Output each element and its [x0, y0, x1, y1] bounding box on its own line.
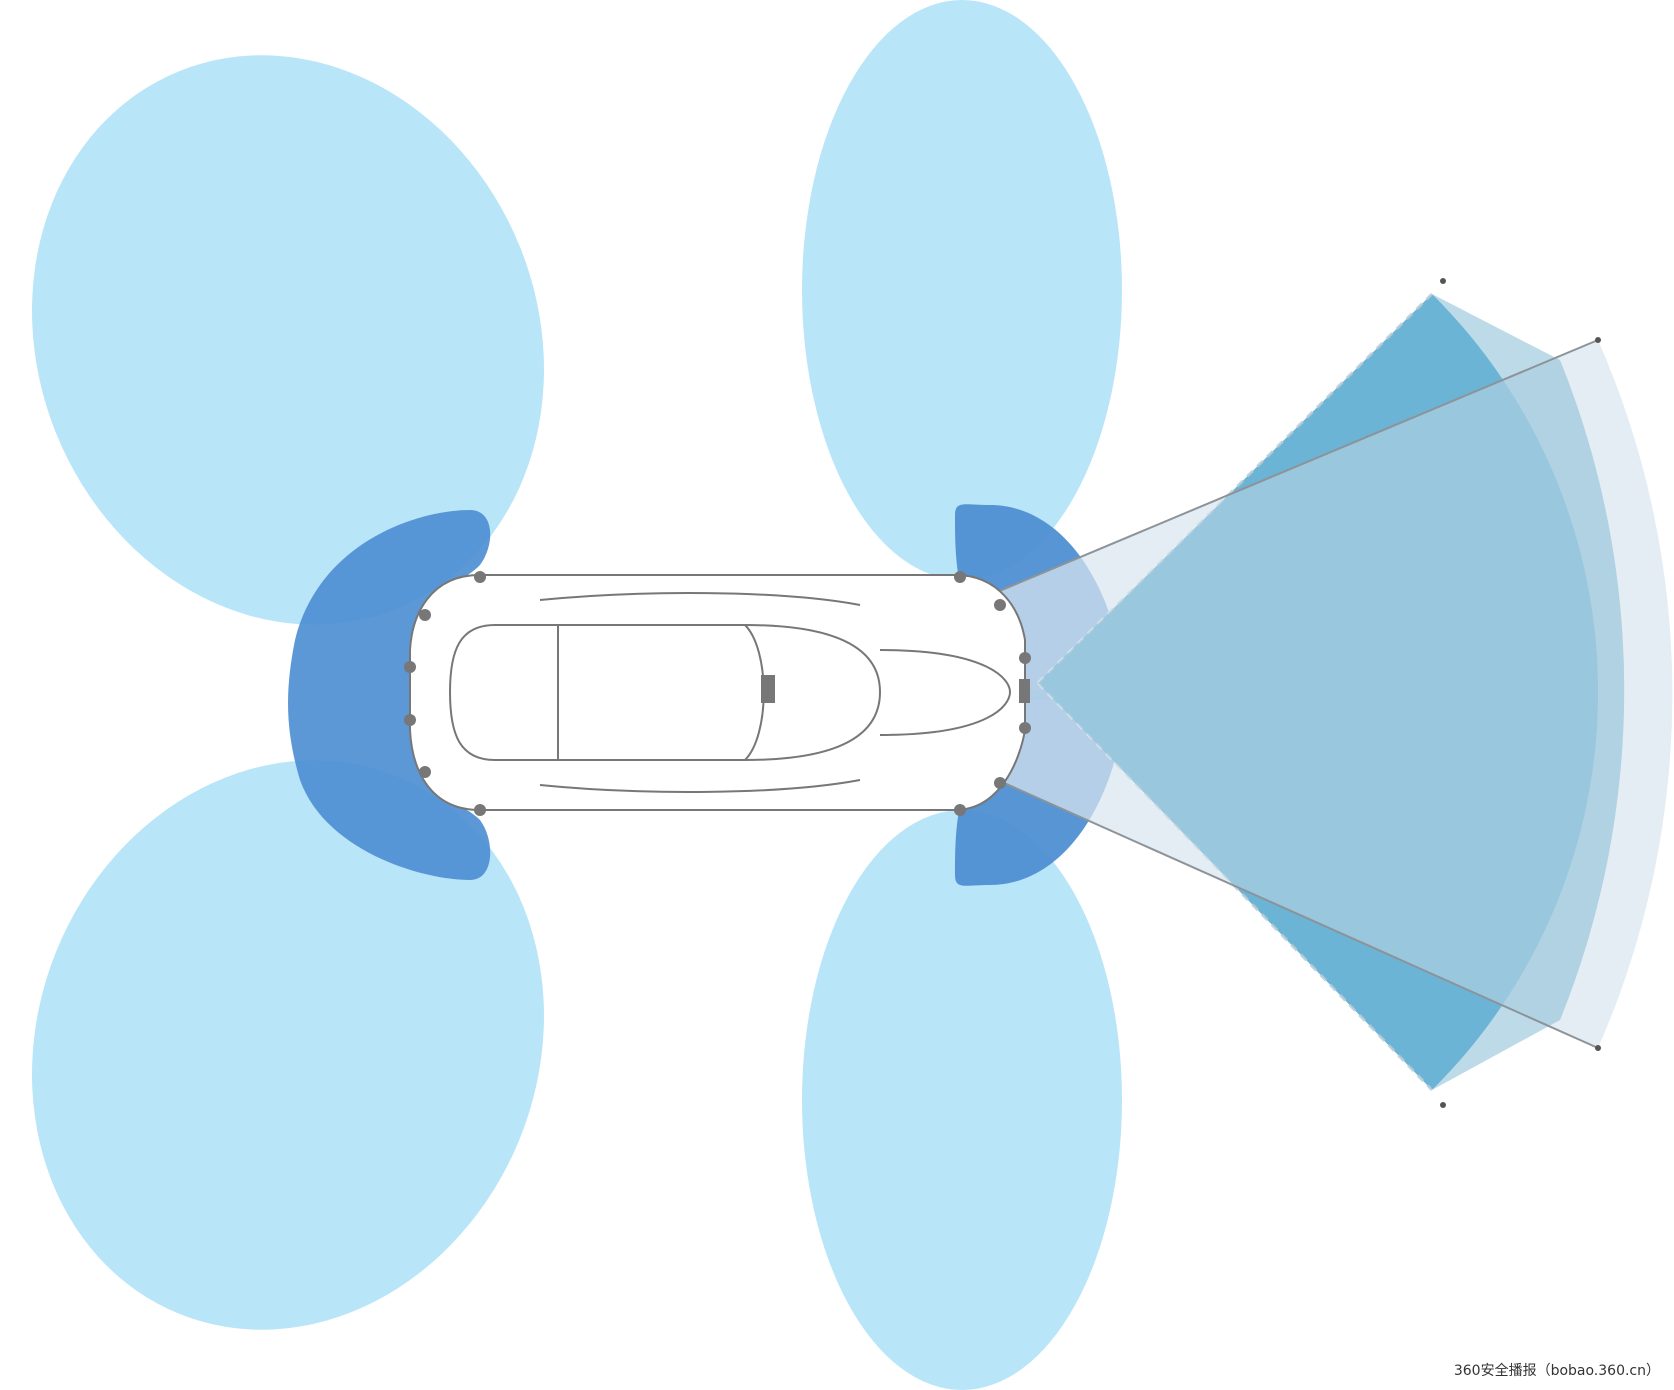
camera-fan-tip-top	[1595, 337, 1601, 343]
front-camera-icon	[761, 675, 775, 703]
side-lobe-front-right	[802, 810, 1122, 1390]
sensor-dot-rear-5	[419, 766, 431, 778]
camera-fan-tip-bottom	[1595, 1045, 1601, 1051]
side-lobe-rear-left	[32, 55, 544, 625]
sensor-dot-front-5	[994, 777, 1006, 789]
sensor-dot-rear-1	[474, 571, 486, 583]
radar-fan-tip-bottom	[1440, 1102, 1446, 1108]
car-cabin	[448, 624, 882, 761]
sensor-dot-rear-4	[404, 714, 416, 726]
car-hood-line	[879, 649, 1012, 736]
sensor-dot-front-6	[954, 804, 966, 816]
sensor-dot-rear-3	[404, 661, 416, 673]
ultrasonic-sensor-dots	[404, 571, 1031, 816]
sensor-dot-front-2	[994, 599, 1006, 611]
car-top-view	[409, 574, 1030, 811]
watermark-text: 360安全播报（bobao.360.cn）	[1453, 1363, 1660, 1379]
rear-short-range-zone	[288, 510, 491, 880]
sensor-dot-front-3	[1019, 652, 1031, 664]
side-lobe-rear-right	[32, 760, 544, 1330]
side-lobe-front-left	[802, 0, 1122, 580]
overlap-fan	[1038, 294, 1625, 1090]
front-radar-icon	[1019, 679, 1030, 703]
radar-fan-tip-top	[1440, 278, 1446, 284]
sensor-dot-rear-2	[419, 609, 431, 621]
sensor-dot-rear-6	[474, 804, 486, 816]
sensor-dot-front-1	[954, 571, 966, 583]
car-body	[409, 574, 1026, 811]
sensor-dot-front-4	[1019, 722, 1031, 734]
car-side-line-bottom	[539, 779, 861, 793]
car-side-line-top	[539, 592, 861, 606]
